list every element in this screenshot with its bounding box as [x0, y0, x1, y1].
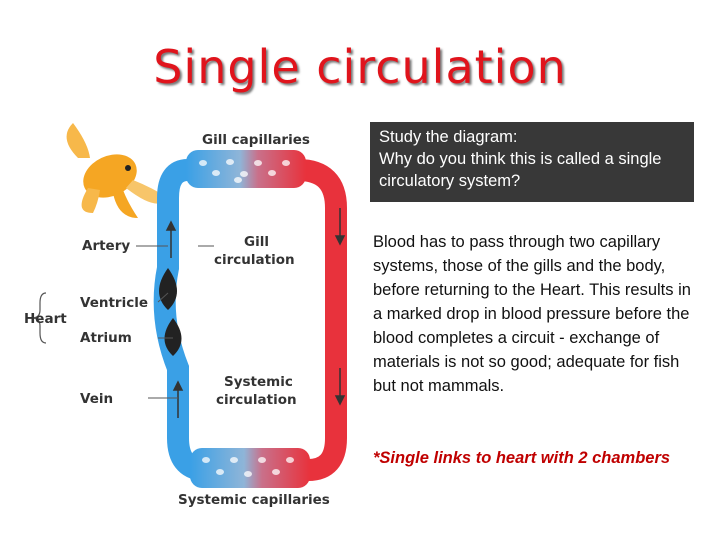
- vein-vessel: [153, 159, 205, 481]
- explanation-text: Blood has to pass through two capillary …: [373, 233, 691, 395]
- gill-circulation-label-2: circulation: [214, 252, 295, 268]
- artery-vessel: [297, 159, 347, 481]
- gill-capillaries-label: Gill capillaries: [202, 132, 310, 148]
- artery-label: Artery: [82, 238, 130, 254]
- goldfish-illustration: [66, 123, 168, 218]
- question-box: Study the diagram: Why do you think this…: [370, 122, 694, 202]
- heart-label: Heart: [24, 311, 67, 327]
- gill-circulation-label-1: Gill: [244, 234, 269, 250]
- systemic-circulation-label-2: circulation: [216, 392, 297, 408]
- question-text: Why do you think this is called a single…: [379, 150, 662, 190]
- systemic-capillary-bed: [190, 448, 310, 488]
- vein-label: Vein: [80, 391, 113, 407]
- systemic-capillaries-label: Systemic capillaries: [178, 492, 330, 508]
- ventricle-label: Ventricle: [80, 295, 148, 311]
- page-title: Single circulation: [153, 40, 567, 94]
- systemic-circulation-label-1: Systemic: [224, 374, 293, 390]
- note-text: *Single links to heart with 2 chambers: [373, 449, 671, 467]
- question-heading: Study the diagram:: [379, 128, 518, 146]
- ventricle-shape: [159, 268, 177, 310]
- gill-capillary-bed: [186, 150, 306, 188]
- atrium-label: Atrium: [80, 330, 132, 346]
- single-circulation-diagram: Gill capillaries Gill circulation Artery…: [24, 123, 347, 508]
- atrium-shape: [164, 318, 182, 356]
